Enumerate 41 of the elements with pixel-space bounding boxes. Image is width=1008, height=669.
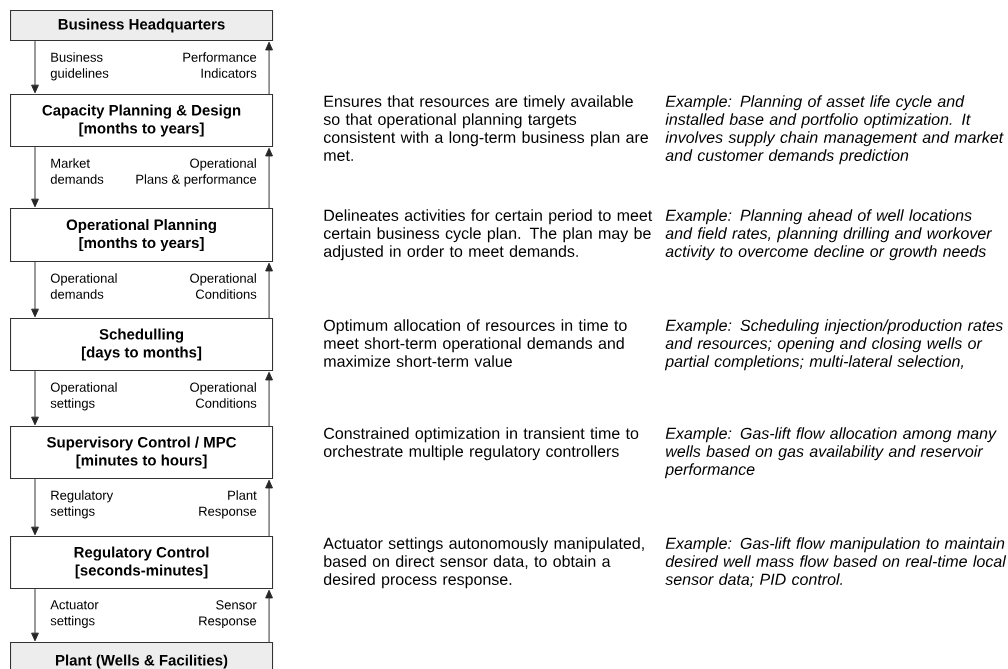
edge-label: Actuator settings xyxy=(50,600,99,628)
arrow xyxy=(31,40,39,94)
level-box: Business Headquarters xyxy=(10,10,274,42)
edge-label: Operational demands xyxy=(50,273,117,299)
arrow xyxy=(31,146,39,208)
arrow xyxy=(265,479,273,537)
description-text: Delineates activities for certain period to meet certain business cycle plan. The plan may be adjusted in order to meet demands. xyxy=(323,209,653,261)
example-text: Example: Gas-lift flow manipulation to maintain desired well mass flow based on real-time local sensor data; PID control. xyxy=(665,537,1007,587)
description-text: Ensures that resources are timely available so that operational planning targets consistent with a long-term business plan are met. xyxy=(323,95,648,161)
edge-label: Plant Response xyxy=(199,490,257,519)
arrow xyxy=(265,147,273,209)
arrow xyxy=(265,589,273,643)
level-box: Capacity Planning & Design [months to years] xyxy=(10,94,274,148)
edge-label: Operational Conditions xyxy=(190,382,257,408)
edge-label: Performance Indicators xyxy=(183,52,257,78)
edge-label: Market demands xyxy=(50,158,104,184)
example-text: Example: Gas-lift flow allocation among many wells based on gas availability and reservoir performance xyxy=(664,427,997,479)
arrow xyxy=(265,41,273,95)
level-box: Regulatory Control [seconds-minutes] xyxy=(10,536,274,590)
description-text: Actuator settings autonomously manipulated, based on direct sensor data, to obtain a desired process response. xyxy=(323,537,644,589)
level-box: Schedulling [days to months] xyxy=(10,318,274,372)
level-box: Operational Planning [months to years] xyxy=(10,208,274,263)
edge-label: Operational Plans & performance xyxy=(136,158,257,187)
description-text: Optimum allocation of resources in time to meet short-term operational demands and maximize short-term value xyxy=(324,319,627,367)
edge-label: Operational settings xyxy=(50,382,117,411)
arrow xyxy=(265,262,273,319)
arrow xyxy=(31,588,39,642)
arrow xyxy=(31,261,39,318)
description-text: Constrained optimization in transient time to orchestrate multiple regulatory controllers xyxy=(323,427,639,461)
example-text: Example: Scheduling injection/production rates and resources; opening and closing wells or partial completions; multi-lateral selection, xyxy=(664,319,1003,371)
level-box: Plant (Wells & Facilities) xyxy=(10,642,274,669)
arrow xyxy=(265,371,273,427)
example-text: Example: Planning of asset life cycle and installed base and portfolio optimization. It involves supply chain management and market and customer demands prediction xyxy=(665,95,1004,165)
arrow xyxy=(31,478,39,536)
level-box: Supervisory Control / MPC [minutes to hours] xyxy=(10,426,274,480)
example-text: Example: Planning ahead of well locations and field rates, planning drilling and workover activity to overcome decline or growth needs xyxy=(665,209,993,261)
edge-label: Sensor Response xyxy=(199,600,257,629)
edge-label: Business guidelines xyxy=(50,52,109,81)
arrow xyxy=(31,370,39,426)
edge-label: Regulatory settings xyxy=(50,490,114,519)
edge-label: Operational Conditions xyxy=(190,273,257,299)
